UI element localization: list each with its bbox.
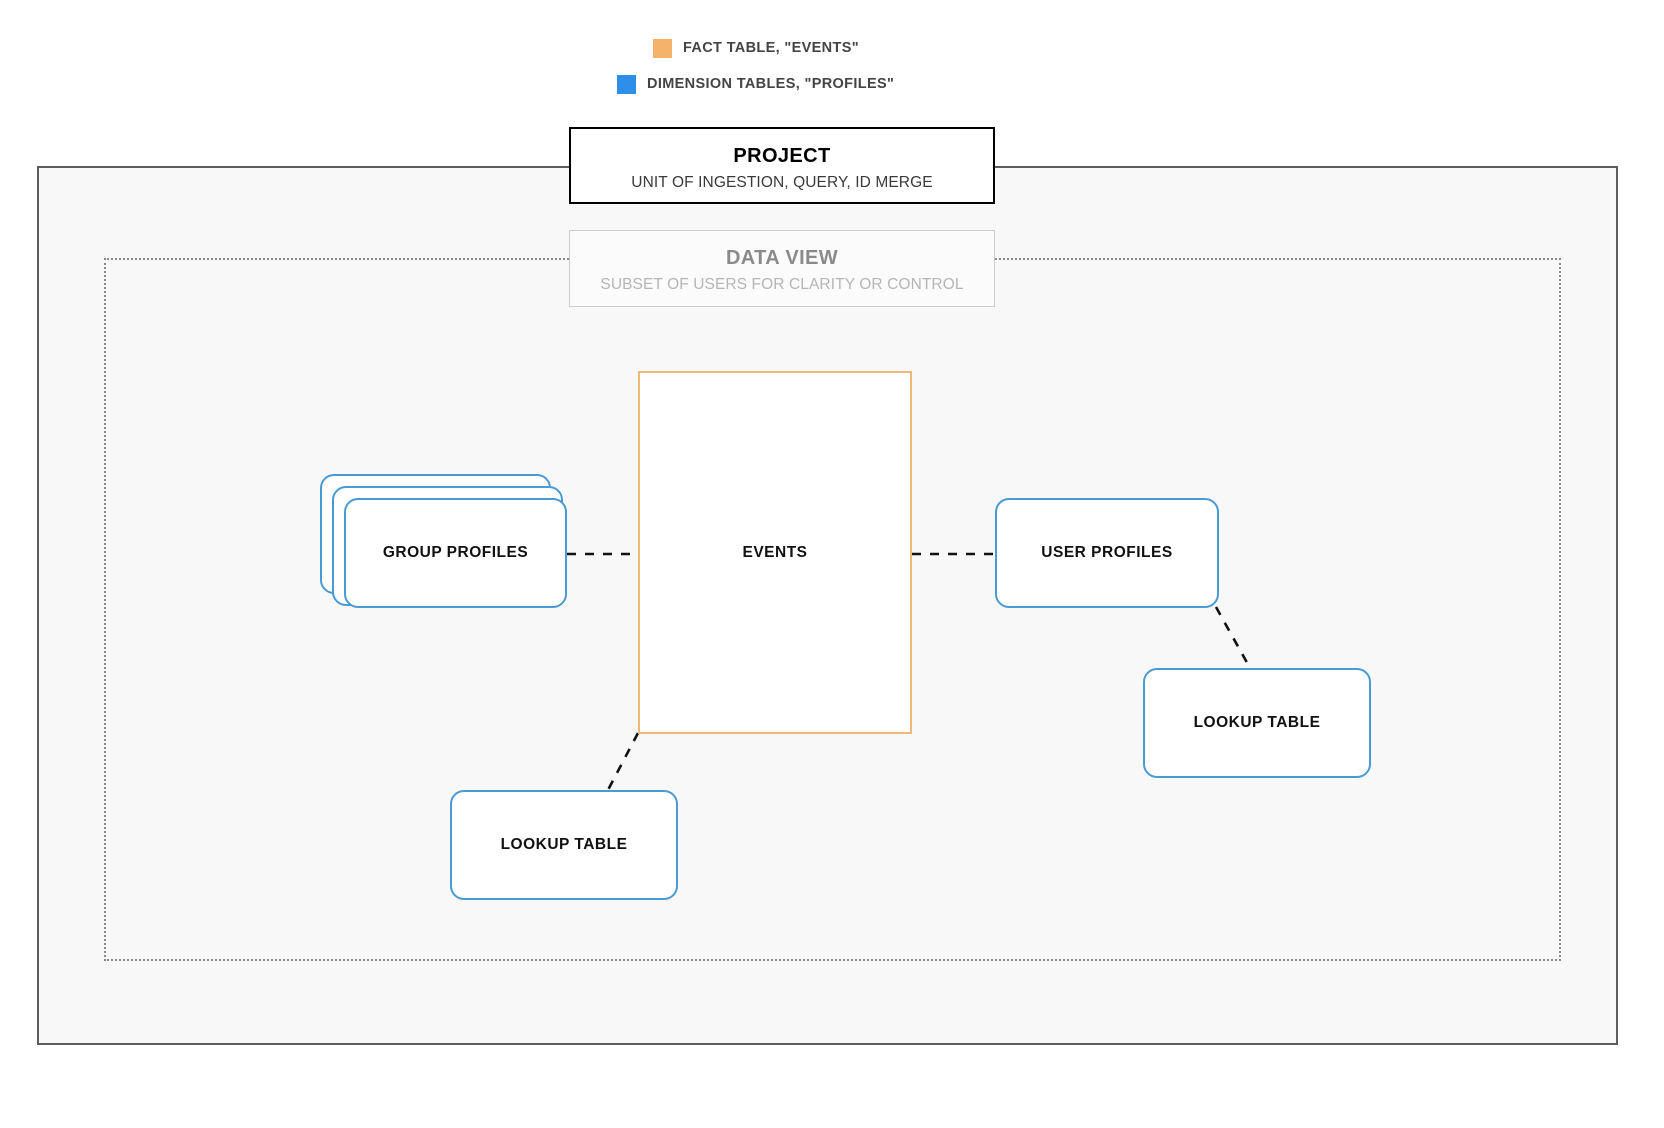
legend-label-dimension-tables: DIMENSION TABLES, "PROFILES" [647,76,895,92]
data-view-title: DATA VIEW [725,247,839,269]
events-fact-table-box[interactable]: EVENTS [638,371,912,734]
square-swatch-icon [653,38,672,58]
project-title: PROJECT [733,145,831,167]
group-profiles-label: GROUP PROFILES [382,544,529,561]
legend-item-fact-table: FACT TABLE, "EVENTS" [0,30,1664,66]
lookup-table-right-node[interactable]: LOOKUP TABLE [1143,668,1371,778]
legend-item-dimension-tables: DIMENSION TABLES, "PROFILES" [0,66,1664,102]
square-swatch-icon [617,74,636,94]
project-subtitle: UNIT OF INGESTION, QUERY, ID MERGE [631,174,933,191]
legend-label-fact-table: FACT TABLE, "EVENTS" [683,40,859,56]
events-label: EVENTS [742,543,808,561]
group-profiles-node[interactable]: GROUP PROFILES [344,498,567,608]
data-view-header-card[interactable]: DATA VIEW SUBSET OF USERS FOR CLARITY OR… [569,230,995,307]
project-header-card[interactable]: PROJECT UNIT OF INGESTION, QUERY, ID MER… [569,127,995,204]
user-profiles-label: USER PROFILES [1041,544,1173,561]
lookup-table-left-node[interactable]: LOOKUP TABLE [450,790,678,900]
lookup-table-right-label: LOOKUP TABLE [1193,714,1321,731]
data-view-subtitle: SUBSET OF USERS FOR CLARITY OR CONTROL [600,276,964,293]
lookup-table-left-label: LOOKUP TABLE [500,836,628,853]
legend: FACT TABLE, "EVENTS" DIMENSION TABLES, "… [0,30,1664,102]
user-profiles-node[interactable]: USER PROFILES [995,498,1219,608]
